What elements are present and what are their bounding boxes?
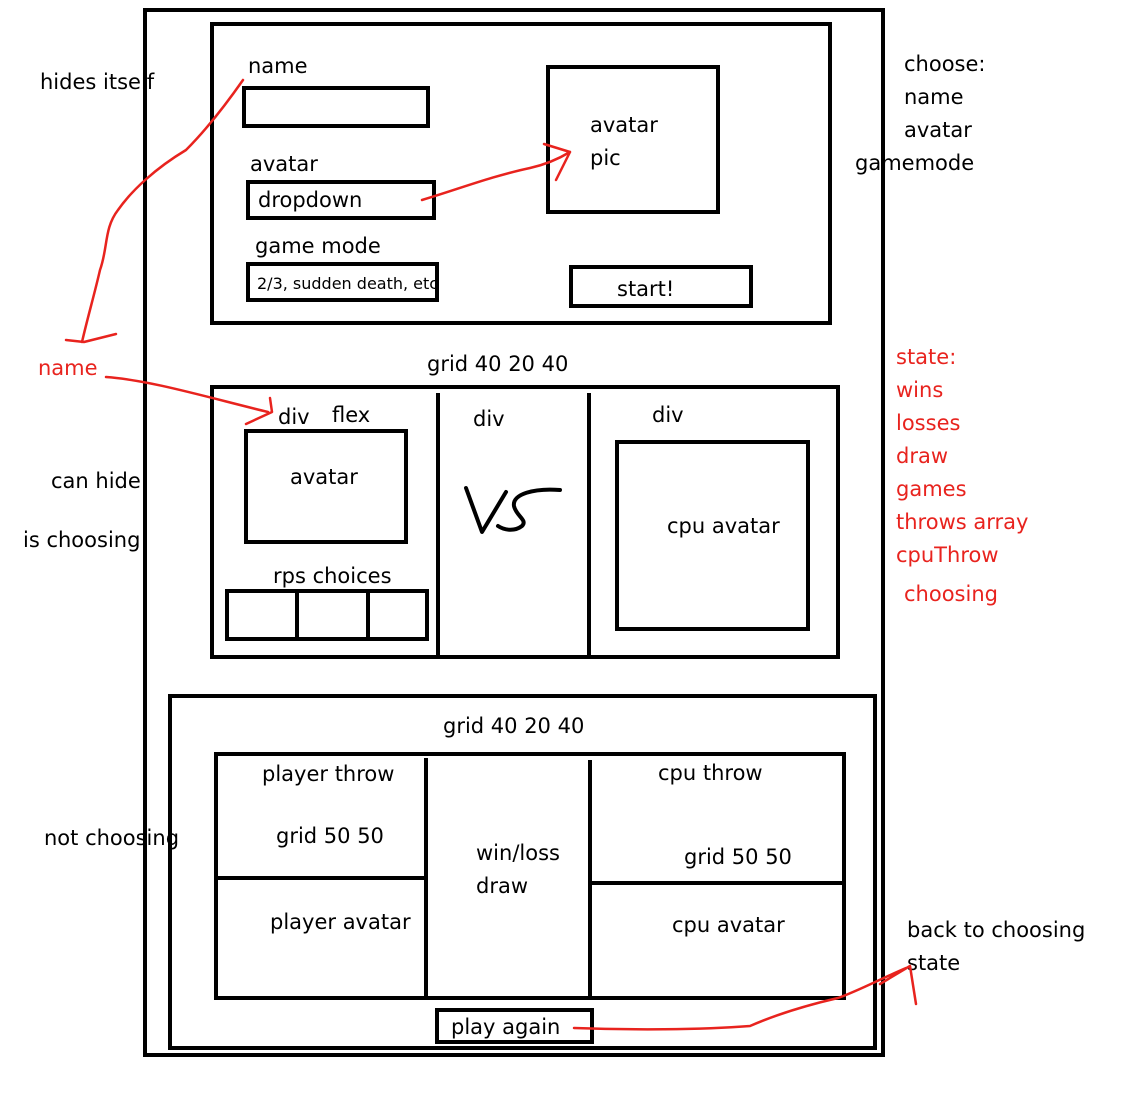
choose-line-2: name [904,85,964,109]
right-div-label: div [652,403,684,427]
avatar-pic-line-1: avatar [590,113,658,137]
play-again-button[interactable]: play again [435,1008,594,1044]
state-line-7: cpuThrow [896,543,999,567]
setup-panel [210,22,832,325]
start-button[interactable]: start! [569,265,753,308]
avatar-pic-line-2: pic [590,146,621,170]
left-div-label: div [278,405,310,429]
choose-line-4: gamemode [855,151,975,175]
outer-frame [143,8,885,1057]
cpu-avatar-result-label: cpu avatar [672,913,785,937]
player-throw-label: player throw [262,762,395,786]
middle-div-label: div [473,407,505,431]
result-divider-right [588,760,592,998]
rps-choices-label: rps choices [273,564,392,588]
state-choosing: choosing [904,582,998,606]
avatar-dropdown-value: dropdown [258,188,363,212]
choose-line-3: avatar [904,118,972,142]
state-line-6: throws array [896,510,1029,534]
rps-divider-1 [295,591,299,641]
start-button-label: start! [617,277,675,301]
note-name-red: name [38,356,98,380]
state-line-4: draw [896,444,949,468]
avatar-label: avatar [250,152,318,176]
result-line-1: win/loss [476,841,560,865]
left-grid-label: grid 50 50 [276,824,384,848]
rps-choices-bar [225,589,429,641]
result-line-2: draw [476,874,529,898]
play-again-back-arrow [572,964,918,1031]
back-line-2: state [907,951,961,975]
state-line-1: state: [896,345,957,369]
note-not-choosing: not choosing [44,826,180,850]
result-left-hsplit [216,876,426,880]
note-hides-itself: hides itself [40,70,155,94]
avatar-pic-box: avatar pic [546,65,720,214]
name-input[interactable] [242,86,430,128]
result-right-hsplit [590,881,844,885]
result-grid-label: grid 40 20 40 [443,714,585,738]
hides-itself-arrow [64,78,245,344]
rps-divider-2 [366,591,370,637]
play-again-label: play again [451,1015,561,1039]
note-can-hide: can hide [51,469,141,493]
state-line-2: wins [896,378,944,402]
player-avatar-result-label: player avatar [270,910,411,934]
note-is-choosing: is choosing [23,528,141,552]
cpu-throw-label: cpu throw [658,761,763,785]
back-line-1: back to choosing [907,918,1086,942]
state-line-5: games [896,477,967,501]
avatar-dropdown[interactable]: dropdown [246,180,436,220]
name-to-div-arrow [104,375,274,426]
name-label: name [248,54,308,78]
state-line-3: losses [896,411,961,435]
choosing-grid-label: grid 40 20 40 [427,352,569,376]
choosing-divider-left [436,393,440,657]
player-avatar-label: avatar [290,465,358,489]
dropdown-to-pic-arrow [420,142,572,202]
vs-glyph [464,486,562,534]
result-panel [168,694,877,1050]
choosing-panel [210,385,840,659]
cpu-avatar-box: cpu avatar [615,440,810,631]
choosing-divider-right [587,393,591,657]
game-mode-value: 2/3, sudden death, etc [257,274,439,293]
right-grid-label: grid 50 50 [684,845,792,869]
result-divider-left [424,758,428,998]
game-mode-label: game mode [255,234,381,258]
player-avatar-box: avatar [244,429,408,544]
cpu-avatar-label: cpu avatar [667,514,780,538]
flex-label: flex [332,403,371,427]
choose-line-1: choose: [904,52,986,76]
game-mode-select[interactable]: 2/3, sudden death, etc [246,262,439,302]
